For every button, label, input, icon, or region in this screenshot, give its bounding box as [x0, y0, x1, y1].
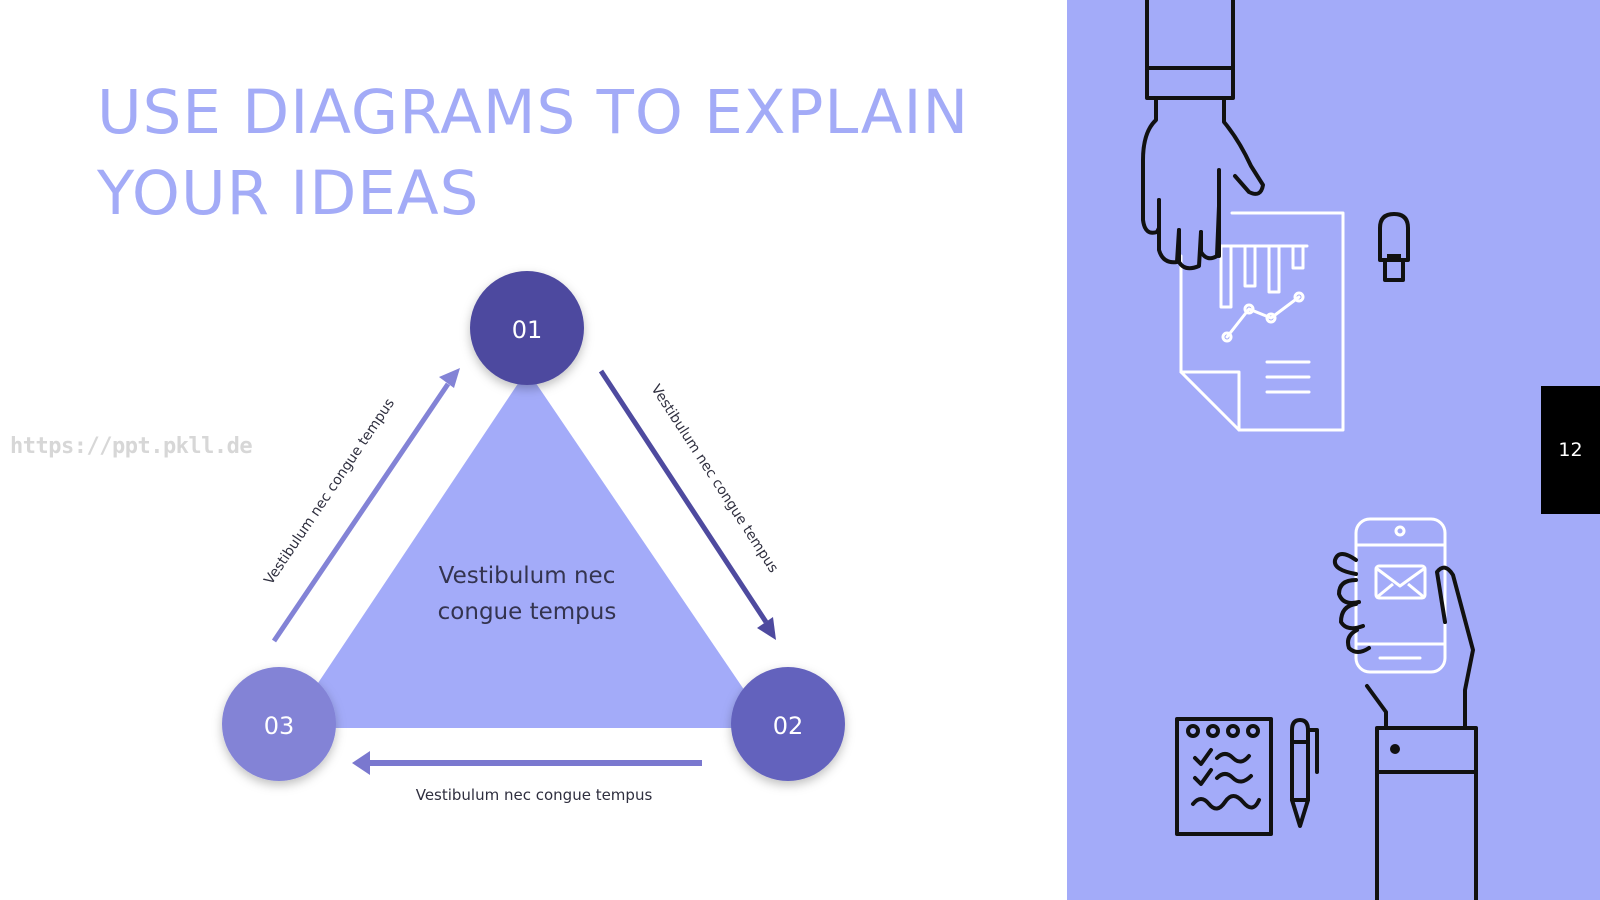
node-01: 01: [470, 271, 584, 385]
edge-label-bottom: Vestibulum nec congue tempus: [416, 786, 653, 804]
hand-holding-phone-icon: [1332, 552, 1478, 900]
slide-title: USE DIAGRAMS TO EXPLAIN YOUR IDEAS: [97, 72, 997, 234]
business-illustration: [1141, 0, 1478, 900]
arrow-left: [271, 368, 460, 643]
center-text-line-2: congue tempus: [438, 599, 617, 625]
document-chart-icon: [1179, 211, 1345, 432]
watermark-url: https://ppt.pkll.de: [10, 434, 253, 459]
node-03: 03: [222, 667, 336, 781]
arrow-bottom: [352, 751, 702, 775]
notepad-icon: [1175, 717, 1273, 836]
smartphone-icon: [1354, 517, 1447, 674]
node-02-label: 02: [773, 712, 804, 740]
illustration-panel: [1067, 0, 1600, 900]
slide-title-line-2: YOUR IDEAS: [97, 158, 480, 229]
center-triangle: [288, 370, 770, 728]
hand-icon: [1141, 0, 1265, 271]
slide-number: 12: [1541, 386, 1600, 514]
node-03-label: 03: [264, 712, 295, 740]
usb-drive-icon: [1378, 212, 1410, 282]
email-icon: [1374, 564, 1427, 600]
triangle-cycle-diagram: Vestibulum nec congue tempus Vestibulum …: [222, 271, 845, 804]
node-01-label: 01: [512, 316, 543, 344]
node-02: 02: [731, 667, 845, 781]
pen-icon: [1290, 718, 1319, 828]
center-text-line-1: Vestibulum nec: [439, 563, 616, 589]
arrow-right: [598, 369, 776, 640]
slide-title-line-1: USE DIAGRAMS TO EXPLAIN: [97, 77, 970, 148]
